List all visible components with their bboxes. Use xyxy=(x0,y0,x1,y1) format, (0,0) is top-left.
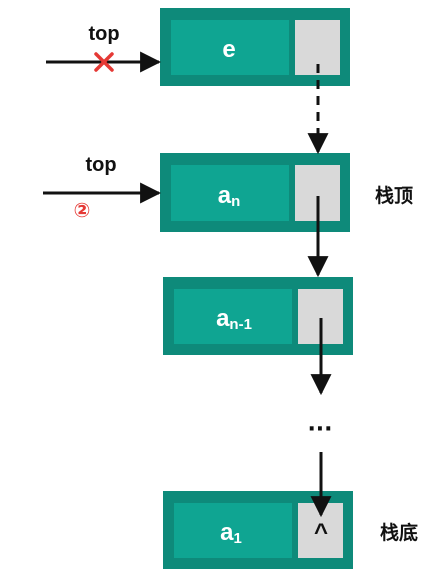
null-pointer-mark: ^ xyxy=(314,519,328,546)
node-label: e xyxy=(222,36,235,63)
node-label: an-1 xyxy=(216,305,252,333)
step-number: ② xyxy=(74,198,91,222)
top-label: top xyxy=(88,23,119,45)
ellipsis: ··· xyxy=(307,417,332,442)
cross-icon xyxy=(94,52,114,72)
node-data-cell xyxy=(174,503,292,558)
node-e: e xyxy=(160,8,350,86)
new-top-pointer: top ② xyxy=(43,154,162,222)
old-top-pointer: top xyxy=(46,23,162,73)
stack-bottom-label: 栈底 xyxy=(380,521,418,544)
node-data-cell xyxy=(171,165,289,221)
node-label: a1 xyxy=(220,519,242,547)
node-an-1: an-1 xyxy=(163,277,353,355)
node-an: an xyxy=(160,153,350,232)
node-label: an xyxy=(218,182,241,210)
node-data-cell xyxy=(171,20,289,75)
stack-top-label: 栈顶 xyxy=(375,184,413,207)
node-a1: a1 ^ xyxy=(163,491,353,569)
node-data-cell xyxy=(174,289,292,344)
top-label: top xyxy=(85,154,116,176)
